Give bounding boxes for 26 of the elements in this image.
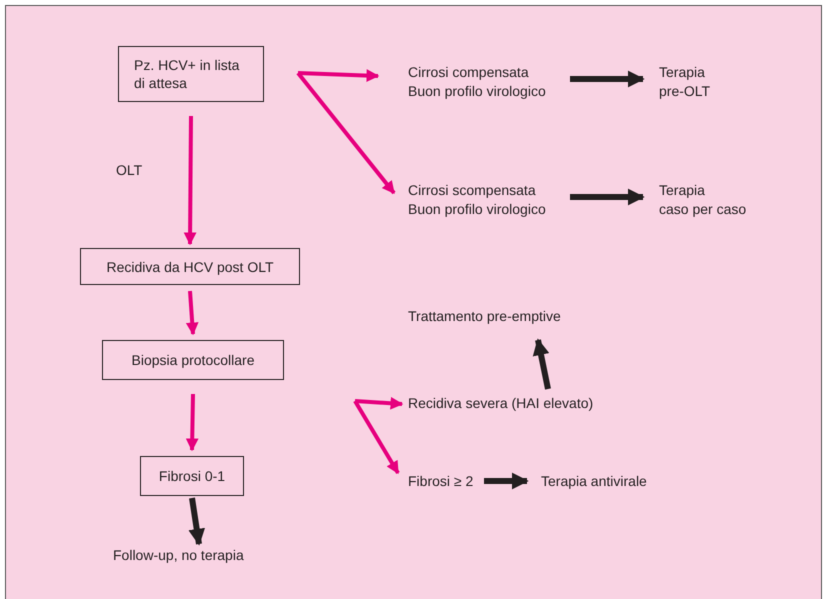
step-text: Cirrosi compensata Buon profilo virologico	[408, 62, 558, 102]
step-text: Terapia pre-OLT	[659, 62, 735, 102]
process-box: Pz. HCV+ in lista di attesa	[118, 46, 264, 102]
arrow	[484, 472, 529, 490]
arrow	[298, 69, 380, 82]
step-text: Terapia caso per caso	[659, 180, 759, 220]
step-text: Cirrosi scompensata Buon profilo virologico	[408, 180, 558, 220]
arrow	[186, 394, 199, 452]
arrow	[532, 338, 551, 390]
process-box: Recidiva da HCV post OLT	[80, 248, 300, 285]
arrow	[570, 70, 645, 88]
arrow	[296, 72, 396, 194]
process-box: Biopsia protocollare	[102, 340, 284, 380]
arrow	[354, 396, 404, 410]
arrow	[184, 116, 196, 246]
step-text: Terapia antivirale	[541, 471, 675, 491]
step-text: Fibrosi ≥ 2	[408, 471, 478, 491]
arrow	[188, 498, 206, 546]
step-text: Trattamento pre-emptive	[408, 306, 608, 326]
arrow	[353, 400, 400, 474]
step-text: Follow-up, no terapia	[113, 545, 285, 565]
arrow	[570, 188, 645, 206]
step-text: Recidiva severa (HAI elevato)	[408, 393, 628, 413]
edge-label: OLT	[114, 162, 144, 178]
process-box: Fibrosi 0-1	[140, 456, 244, 496]
arrow	[186, 290, 199, 336]
